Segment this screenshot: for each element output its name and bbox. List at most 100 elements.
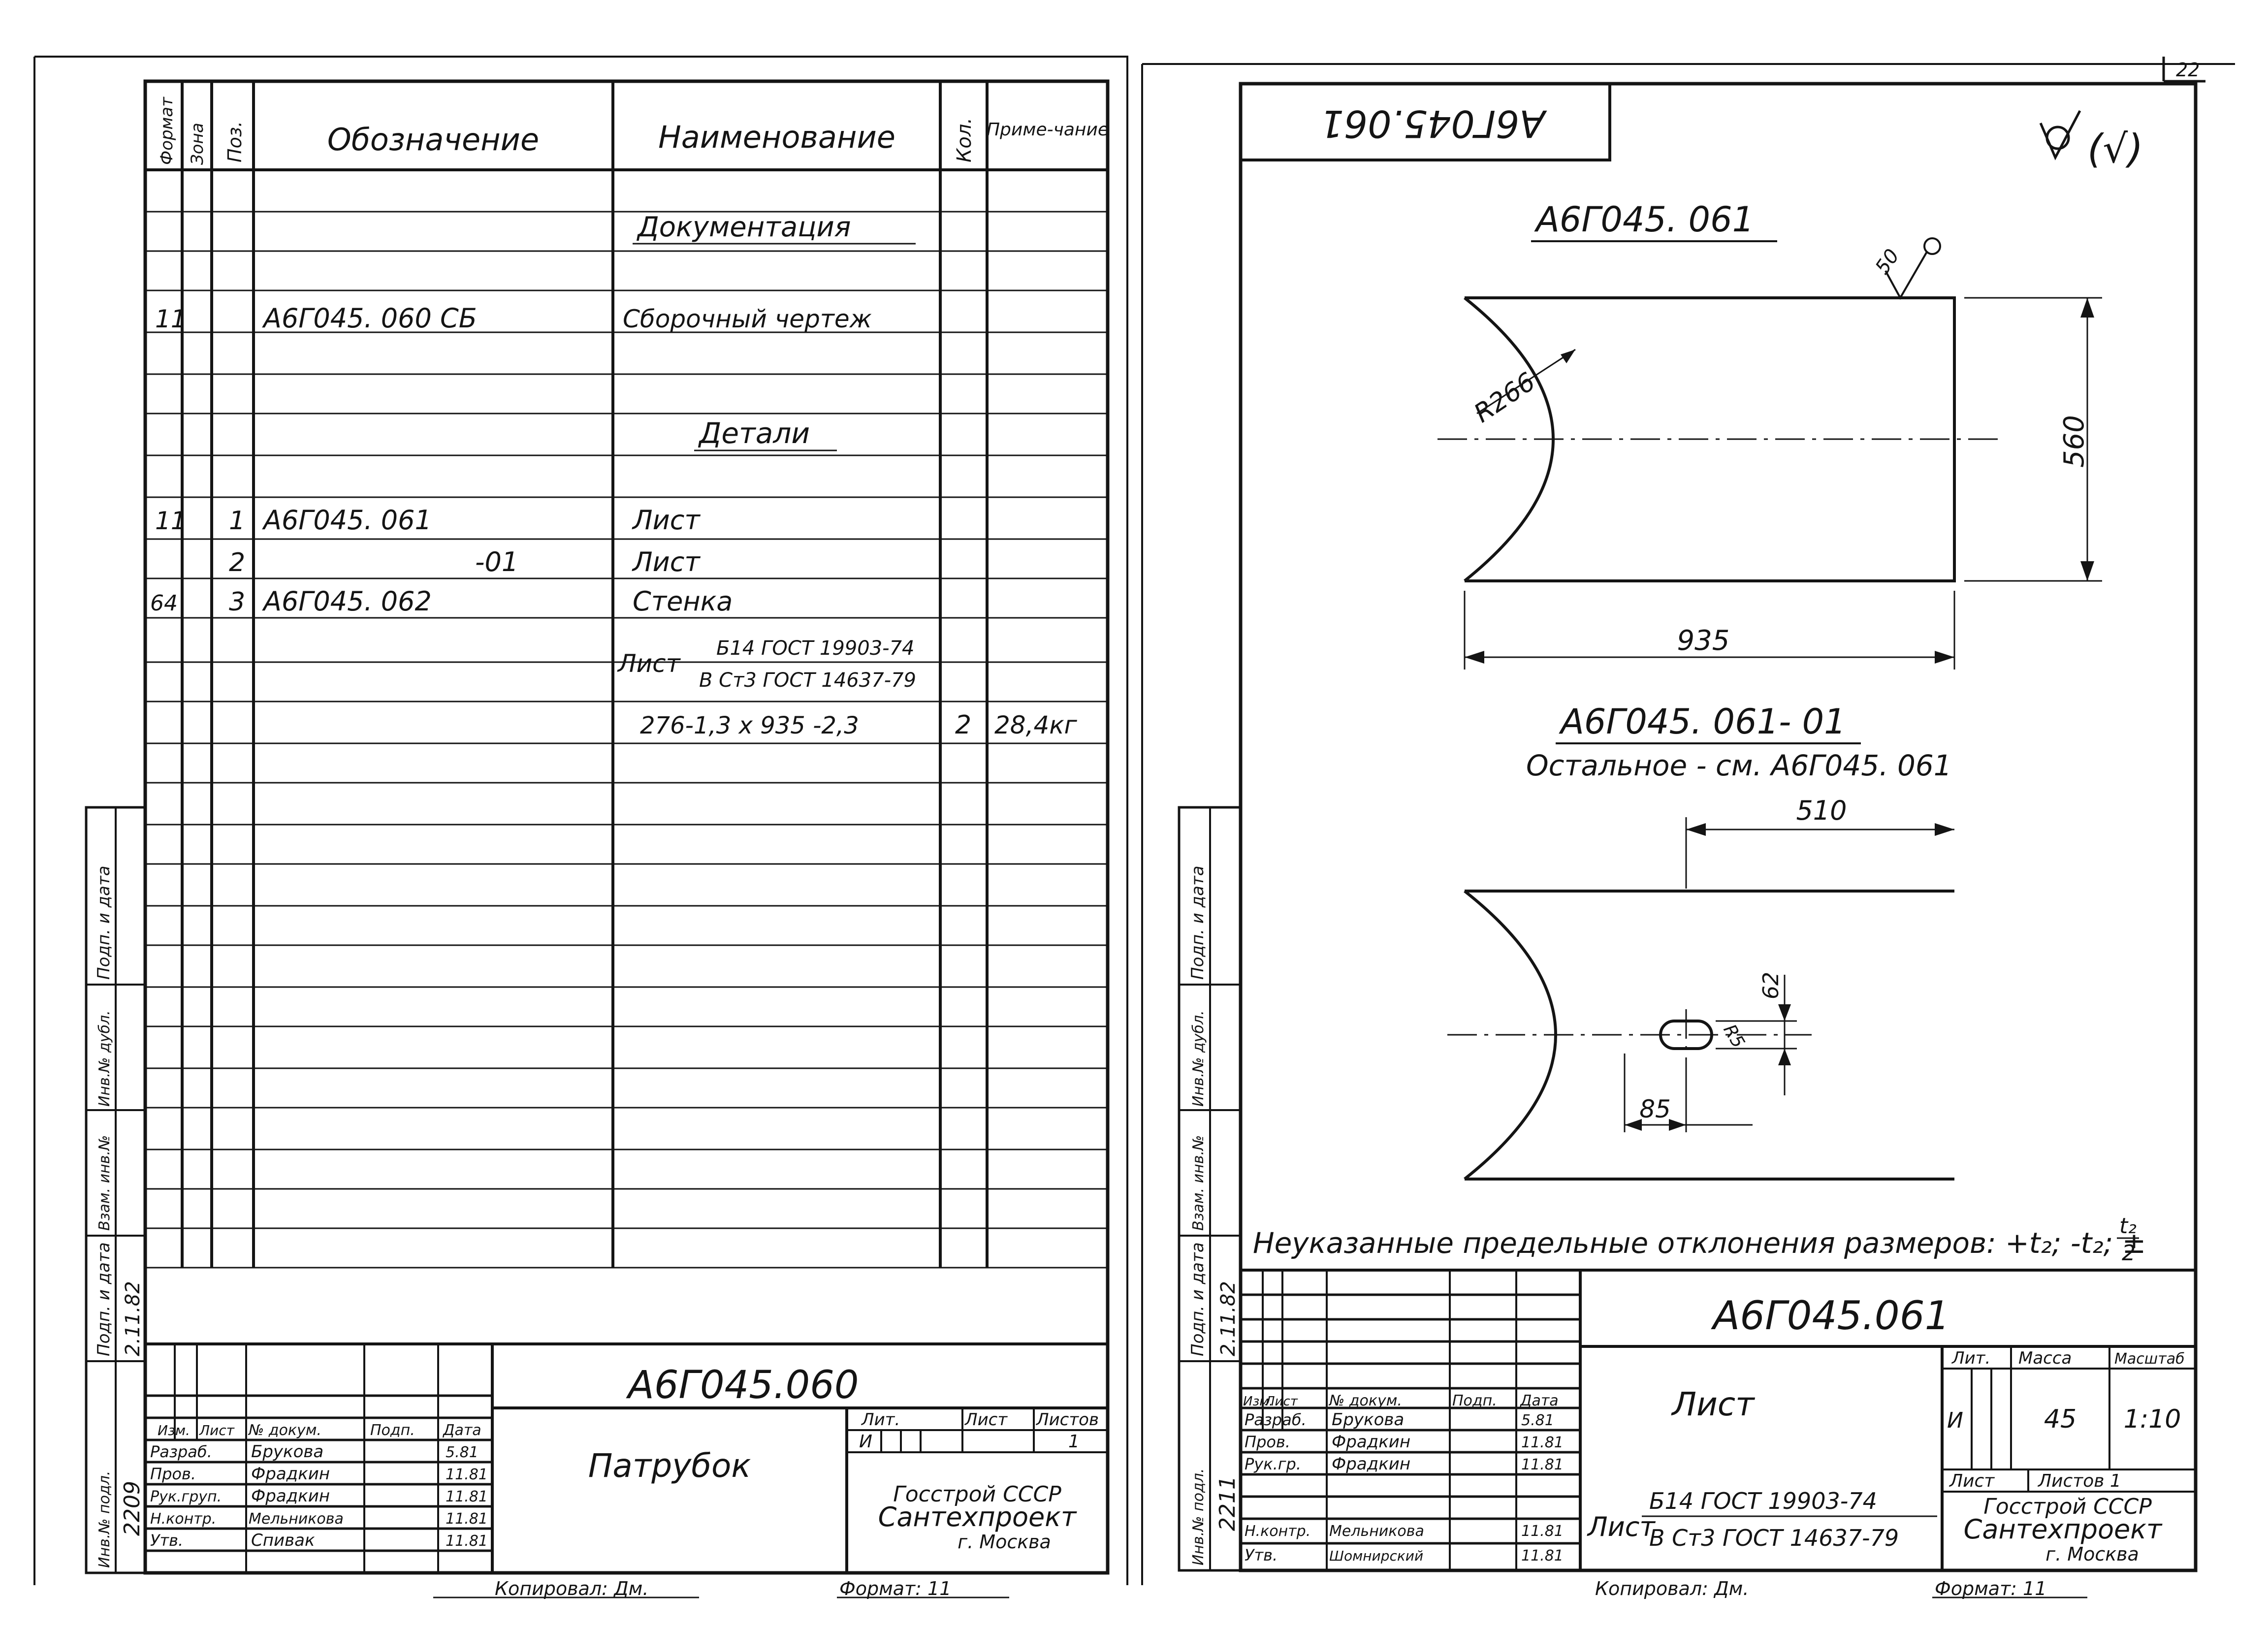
row-position: 1 (229, 506, 245, 536)
title-date: 11.81 (1521, 1523, 1564, 1540)
row-position: 2 (229, 548, 245, 577)
title-person: Фрадкин (1332, 1432, 1410, 1452)
tolerance-fraction-denominator: 2 (2122, 1241, 2136, 1266)
view-1: А6Г045. 061 R266 560 935 50 (1437, 199, 2102, 670)
page-number: 22 (2176, 59, 2200, 81)
title-sheet-label: Лист (964, 1410, 1008, 1430)
title-block: А6Г045.061 Лист Лист Б14 ГОСТ 19903-74 В… (1241, 1269, 2196, 1570)
header-quantity: Кол. (953, 118, 976, 162)
title-lit-value: И (859, 1432, 872, 1452)
title-block: А6Г045.060 Патрубок Изм. Лист № докум. П… (145, 1344, 1108, 1573)
title-org: Госстрой СССР (893, 1482, 1061, 1507)
title-material: В Ст3 ГОСТ 14637-79 (1649, 1525, 1899, 1551)
title-role: Рук.гр. (1245, 1455, 1301, 1473)
title-org: Сантехпроект (1964, 1514, 2163, 1545)
view-2: А6Г045. 061- 01 Остальное - см. А6Г045. … (1447, 702, 1954, 1181)
title-date: 11.81 (1521, 1434, 1564, 1451)
specification-table-grid (145, 81, 1108, 1345)
view-1-surface: 50 (1871, 245, 1904, 279)
title-date: 5.81 (1521, 1412, 1554, 1429)
stamp-designation: А6Г045.061 (1320, 102, 1548, 146)
title-sheets-label: Листов 1 (2037, 1471, 2121, 1491)
title-org: Сантехпроект (878, 1501, 1077, 1532)
roughness-mark: (√) (2087, 126, 2143, 172)
title-person: Фрадкин (1332, 1454, 1410, 1474)
title-role: Н.контр. (1245, 1523, 1310, 1540)
row-designation: А6Г045. 062 (262, 586, 432, 617)
side-label: Подп. и дата (1188, 1242, 1208, 1356)
title-org: г. Москва (2045, 1543, 2139, 1565)
row-format: 64 (150, 591, 178, 616)
title-role: Пров. (150, 1465, 196, 1483)
side-label: Инв.№ дубл. (96, 1010, 113, 1107)
footer-format: Формат: 11 (839, 1578, 951, 1599)
side-value-date: 2.11.82 (122, 1281, 144, 1356)
tolerance-note: Неуказанные предельные отклонения размер… (1253, 1213, 2146, 1266)
row-name: Лист (632, 546, 701, 577)
title-mass-label: Масса (2018, 1348, 2072, 1368)
title-person: Шомнирский (1329, 1548, 1423, 1564)
header-zone: Зона (188, 123, 207, 165)
side-value-date: 2.11.82 (1217, 1281, 1240, 1356)
title-head: Дата (442, 1422, 481, 1439)
view-2-offset: 510 (1796, 795, 1847, 826)
row-name: Лист (632, 505, 701, 536)
title-sheets-label: Листов (1035, 1410, 1099, 1430)
footer-format: Формат: 11 (1935, 1578, 2046, 1599)
page-number-box: 22 (2162, 57, 2205, 83)
left-sheet: Формат Зона Поз. Обозначение Наименовани… (33, 56, 1128, 1599)
title-head: Изм. (1243, 1394, 1273, 1409)
row-name: 276-1,3 х 935 -2,3 (640, 712, 859, 739)
title-lit-value: И (1947, 1408, 1963, 1433)
view-2-title: А6Г045. 061- 01 (1559, 702, 1846, 742)
row-material-spec: В Ст3 ГОСТ 14637-79 (699, 669, 916, 692)
row-material-spec: Б14 ГОСТ 19903-74 (716, 637, 914, 660)
title-name: Патрубок (588, 1447, 751, 1485)
footer-copied: Копировал: Дм. (1595, 1578, 1749, 1599)
stamp-box: А6Г045.061 (1241, 84, 1611, 161)
title-head: № докум. (1328, 1392, 1402, 1409)
side-label: Взам. инв.№ (1190, 1135, 1207, 1231)
title-person: Фрадкин (251, 1486, 330, 1506)
row-note: 28,4кг (994, 711, 1078, 739)
row-designation: -01 (475, 546, 518, 577)
row-quantity: 2 (955, 710, 971, 740)
title-head: Лист (1265, 1394, 1298, 1409)
view-2-slot-radius: R5 (1719, 1021, 1748, 1052)
side-label: Инв.№ дубл. (1190, 1010, 1207, 1107)
title-person: Брукова (1332, 1410, 1404, 1430)
side-strip: Подп. и дата Инв.№ дубл. Взам. инв.№ Под… (85, 806, 147, 1574)
row-section-details: Детали (698, 416, 810, 450)
specification-header: Формат Зона Поз. Обозначение Наименовани… (157, 96, 1109, 165)
side-strip: Подп. и дата Инв.№ дубл. Взам. инв.№ Под… (1178, 806, 1242, 1572)
header-format: Формат (157, 96, 177, 165)
row-designation: А6Г045. 061 (262, 505, 432, 536)
title-head: Изм. (158, 1422, 190, 1438)
title-person: Спивак (251, 1531, 315, 1550)
title-role: Разраб. (150, 1442, 212, 1461)
row-name: Лист (617, 649, 681, 678)
title-date: 11.81 (446, 1532, 488, 1550)
title-person: Брукова (251, 1442, 323, 1462)
right-sheet: А6Г045.061 (√) А6Г045. 061 R266 560 935 … (1141, 63, 2235, 1599)
side-value-inventory: 2209 (120, 1481, 145, 1536)
title-org: Госстрой СССР (1983, 1494, 2152, 1519)
tolerance-fraction-numerator: t₂ (2119, 1213, 2137, 1239)
side-label: Подп. и дата (94, 865, 114, 980)
title-name: Лист (1671, 1385, 1756, 1423)
tolerance-text: Неуказанные предельные отклонения размер… (1253, 1226, 2146, 1260)
title-role: Утв. (150, 1531, 183, 1550)
title-head: Подп. (370, 1422, 415, 1439)
title-org: г. Москва (958, 1531, 1051, 1553)
row-format: 11 (155, 305, 187, 333)
header-designation: Обозначение (327, 122, 539, 158)
title-material: Б14 ГОСТ 19903-74 (1649, 1488, 1877, 1514)
header-note: Приме-чание (987, 120, 1109, 140)
title-date: 11.81 (446, 1510, 488, 1528)
title-head: Подп. (1452, 1392, 1497, 1409)
title-lit-label: Лит. (1951, 1348, 1990, 1368)
title-material-label: Лист (1587, 1511, 1656, 1542)
title-date: 11.81 (446, 1466, 488, 1483)
title-mass-value: 45 (2044, 1405, 2076, 1434)
